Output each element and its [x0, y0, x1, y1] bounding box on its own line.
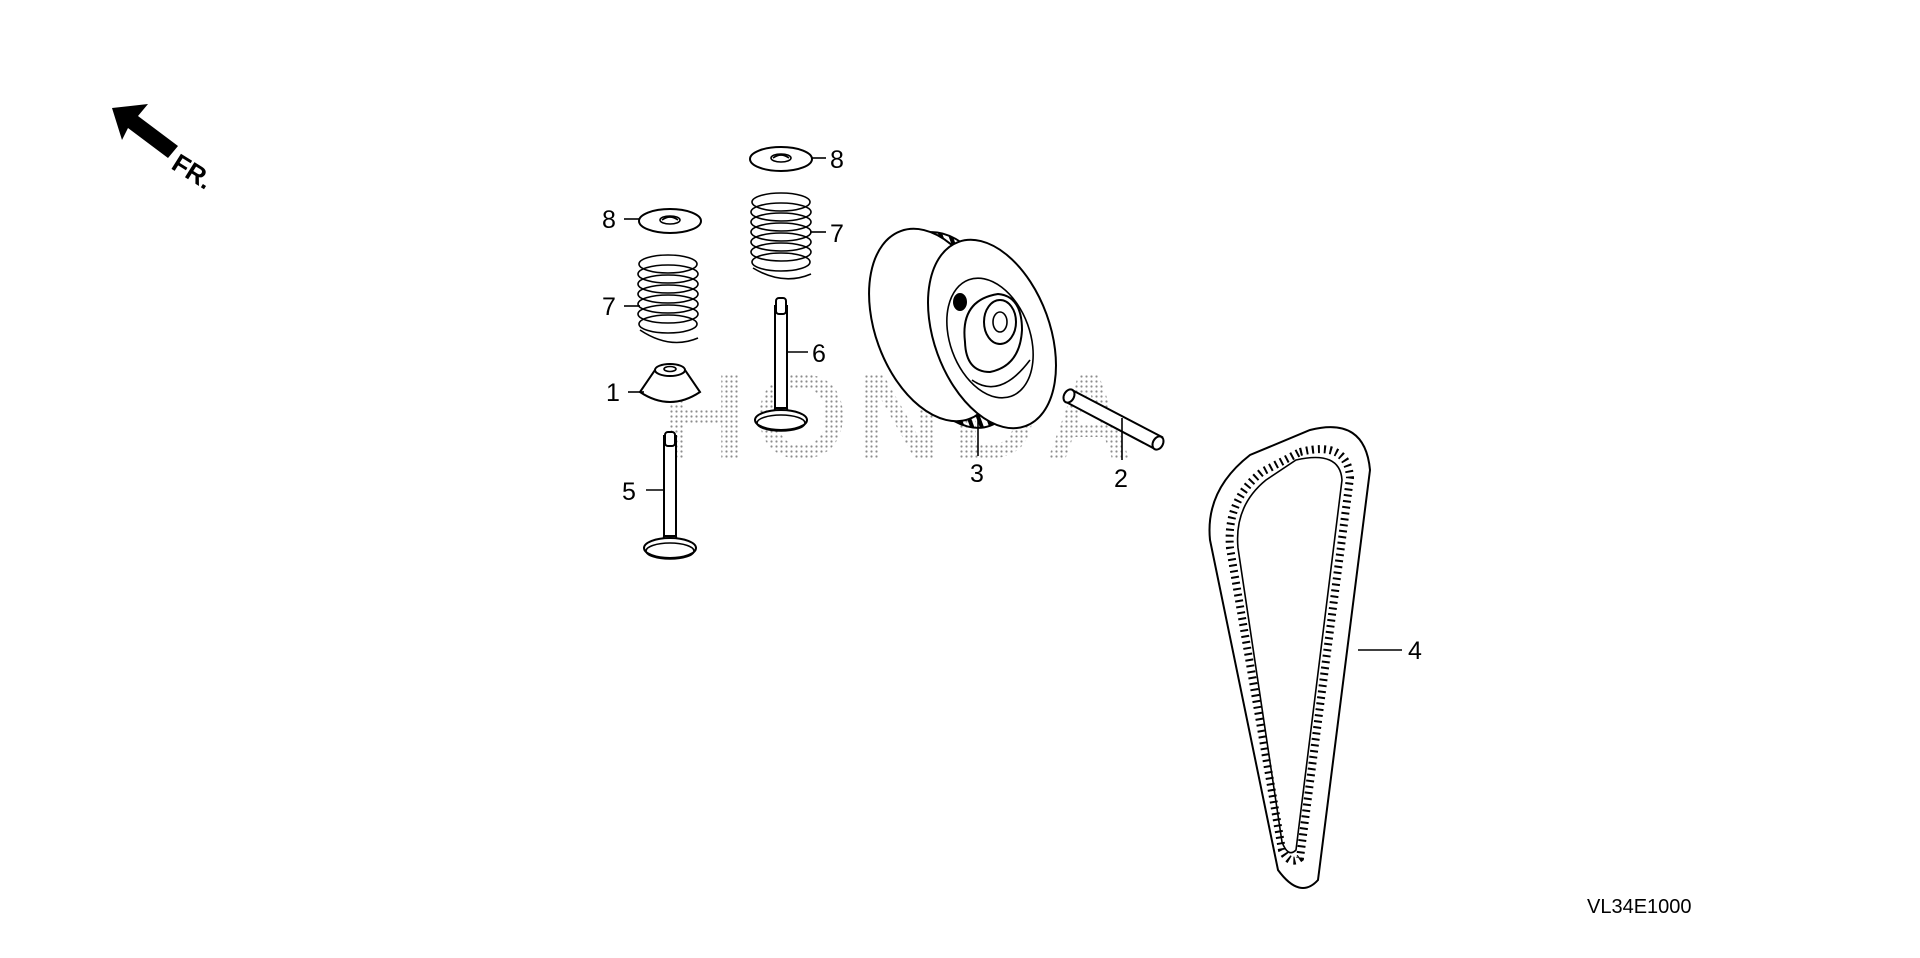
callout-3: 3 — [970, 460, 984, 488]
intake-valve — [754, 297, 808, 432]
callout-8a: 8 — [602, 206, 616, 234]
callout-1: 1 — [606, 379, 620, 407]
exhaust-valve — [643, 431, 697, 560]
camshaft-pulley — [868, 227, 1057, 430]
diagram-code: VL34E1000 — [1587, 896, 1692, 918]
valve-spring-right — [750, 192, 812, 280]
callout-7a: 7 — [602, 293, 616, 321]
callout-8b: 8 — [830, 146, 844, 174]
valve-spring-retainer-right — [749, 146, 813, 172]
front-direction-label: FR. — [167, 148, 218, 196]
timing-belt — [1208, 426, 1372, 889]
valve-stem-seal — [638, 363, 702, 403]
valve-spring-retainer-left — [638, 208, 702, 234]
callout-4: 4 — [1408, 637, 1422, 665]
front-direction-arrow-icon — [112, 104, 178, 158]
callout-5: 5 — [622, 478, 636, 506]
callout-6: 6 — [812, 340, 826, 368]
dowel-pin — [1062, 388, 1165, 451]
callout-7b: 7 — [830, 220, 844, 248]
valve-spring-left — [637, 254, 699, 344]
callout-2: 2 — [1114, 465, 1128, 493]
